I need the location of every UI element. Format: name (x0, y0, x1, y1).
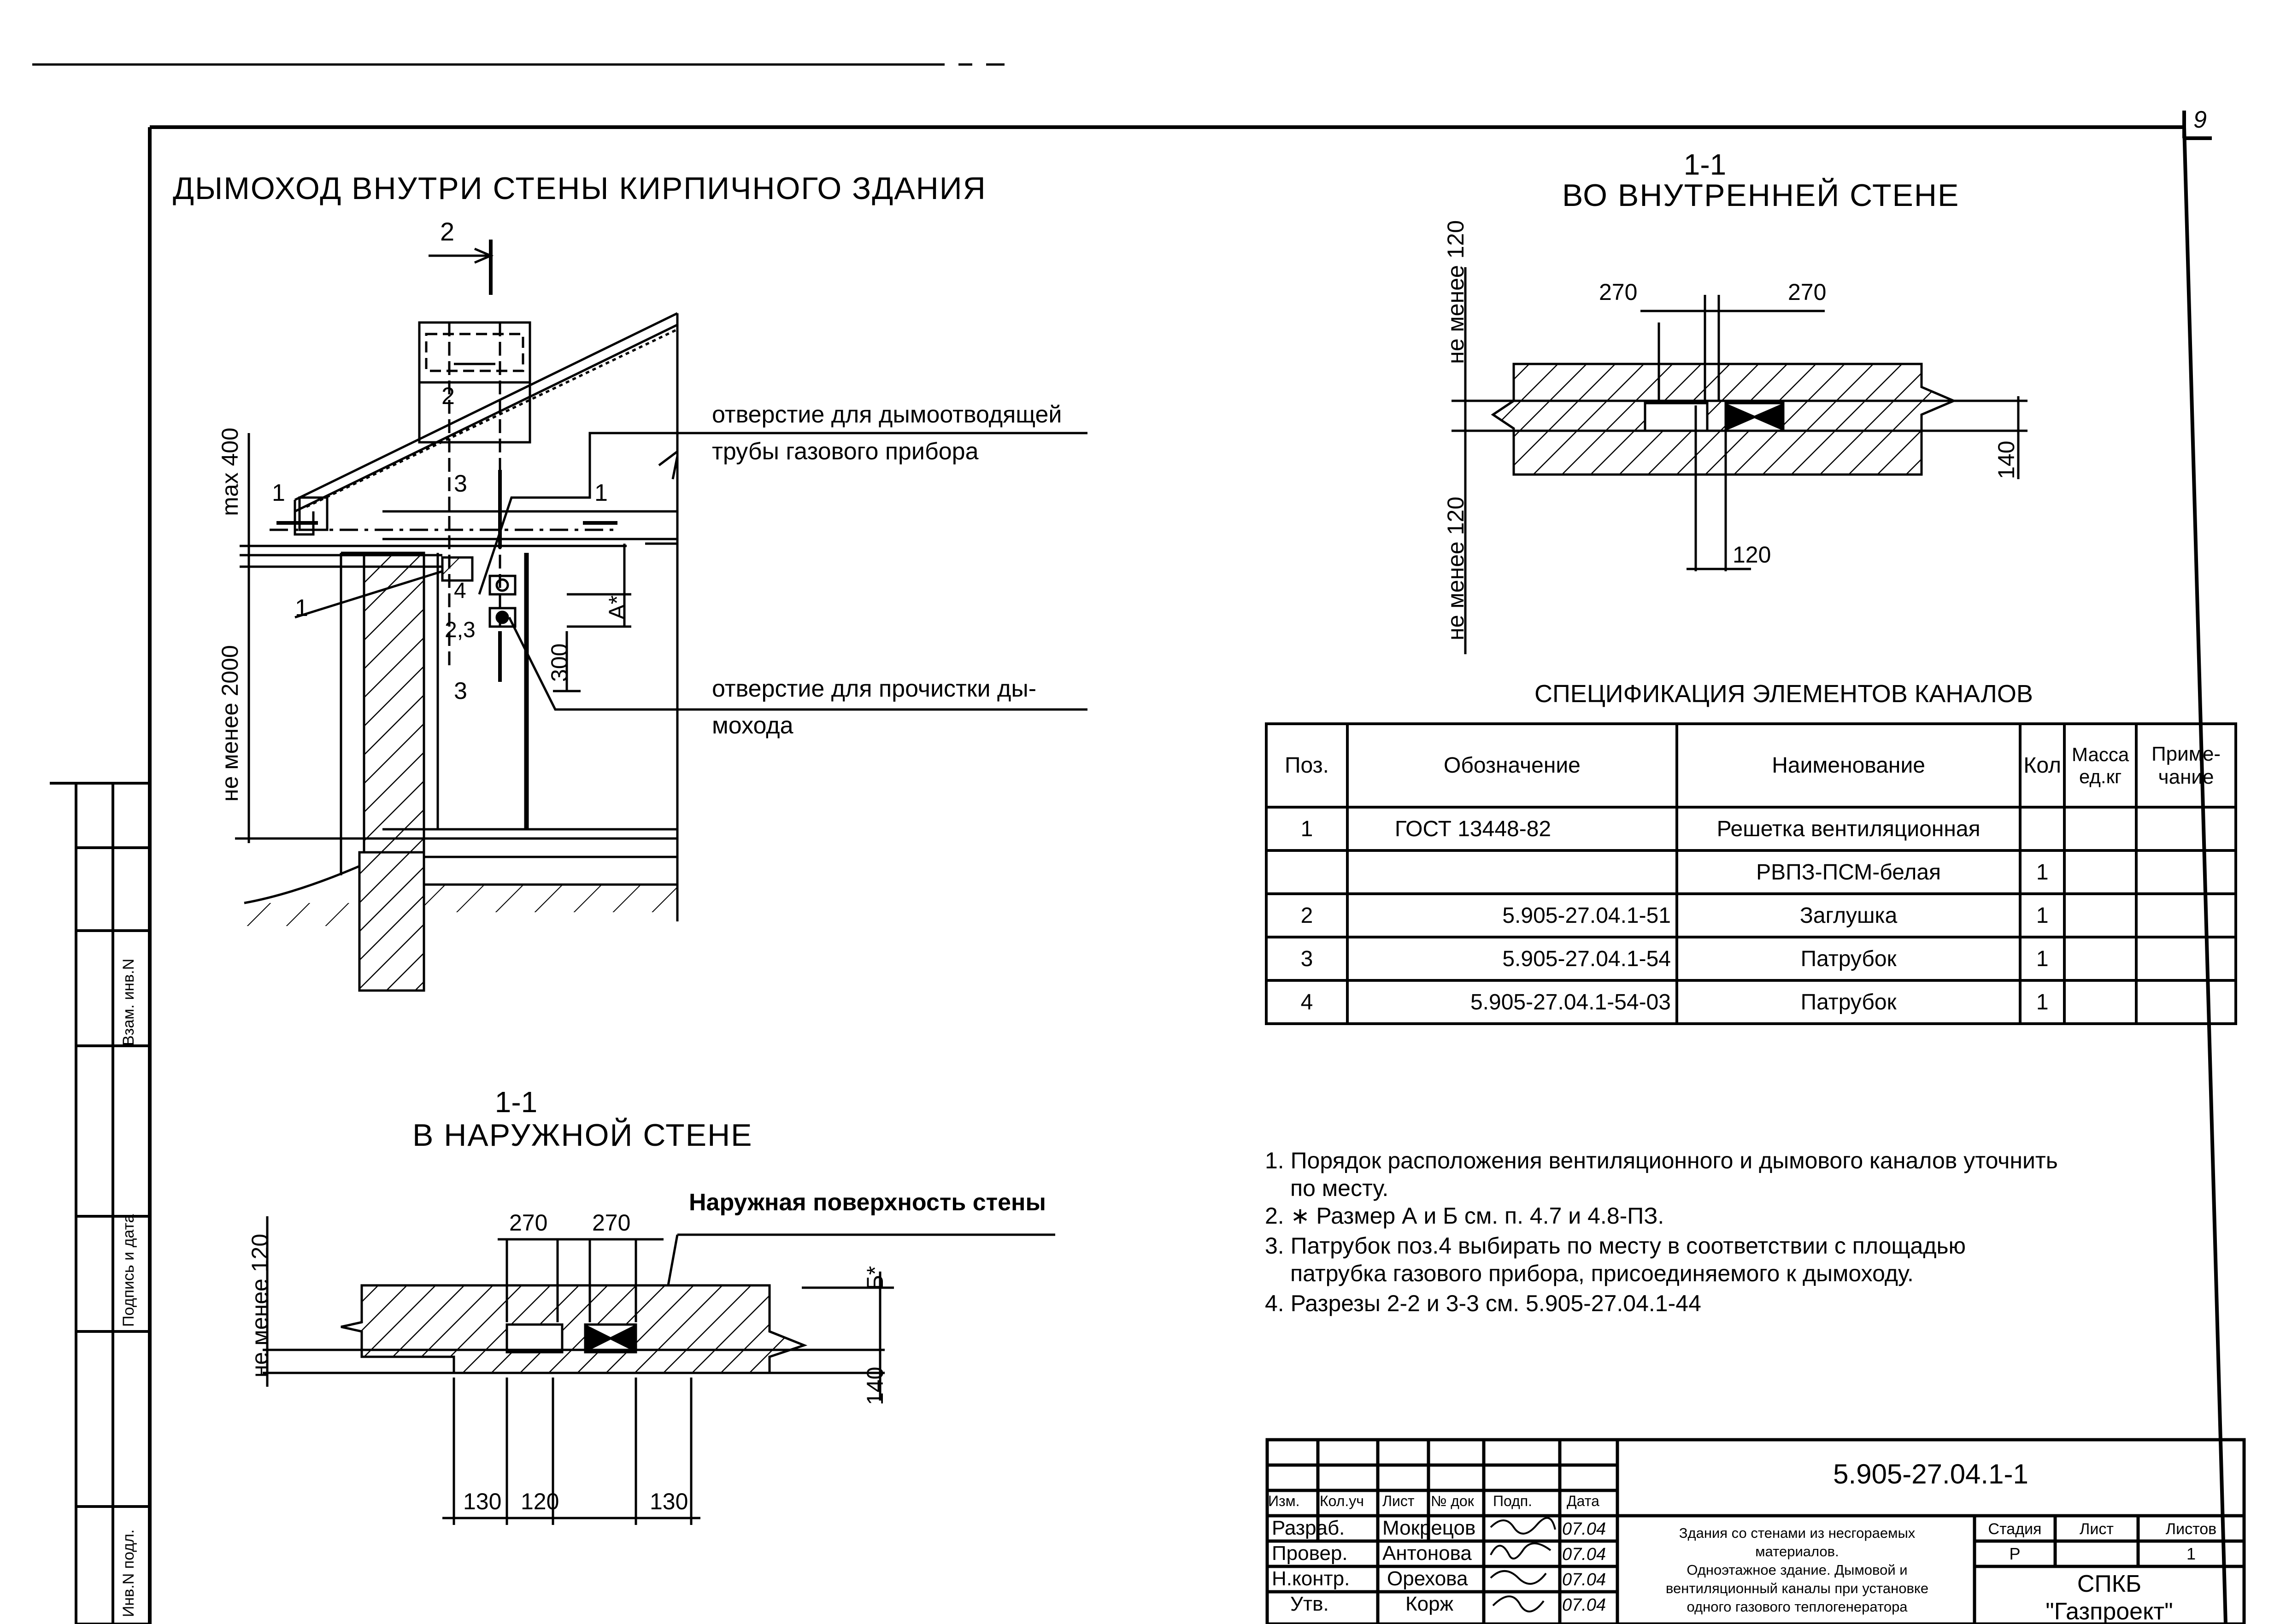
tb-role: Н.контр. (1272, 1567, 1350, 1590)
spec-header-designation: Обозначение (1346, 722, 1678, 809)
tb-stage: Р (2009, 1544, 2021, 1563)
outer-surface-label: Наружная поверхность стены (689, 1189, 1046, 1216)
section-inner-wall (1452, 267, 2028, 654)
table-row: 3 5.905-27.04.1-54 Патрубок 1 (1265, 936, 2237, 982)
note-line: 4. Разрезы 2-2 и 3-3 см. 5.905-27.04.1-4… (1265, 1290, 1701, 1316)
tb-person-name: Корж (1405, 1593, 1454, 1615)
tb-sheet-header: Лист (2080, 1520, 2114, 1538)
table-row: 1 ГОСТ 13448-82 Решетка вентиляционная (1265, 806, 2237, 852)
side-stamp-inv: Инв.N подл. (120, 1529, 137, 1617)
cut-1-right-label: 1 (594, 480, 608, 506)
inner-dim-bottom-left: не менее 120 (1443, 496, 1469, 640)
dim-300: 300 (547, 643, 572, 682)
note-line: 1. Порядок расположения вентиляционного … (1265, 1148, 2058, 1173)
outer-dim-120: 120 (521, 1489, 559, 1514)
spec-header-note: Приме-чание (2135, 722, 2237, 809)
dim-max400: max 400 (217, 428, 243, 516)
tb-org-line2: "Газпроект" (2045, 1598, 2173, 1624)
pos-23-label: 2,3 (445, 618, 476, 642)
outer-dim-left: не менее 120 (247, 1233, 273, 1378)
spec-header-qty: Кол (2019, 722, 2066, 809)
dim-a: А* (604, 595, 630, 620)
pos-4-label: 4 (454, 579, 466, 603)
cut-2-inner-label: 2 (441, 383, 455, 410)
tb-sheets: 1 (2186, 1544, 2196, 1563)
tb-sheets-header: Листов (2165, 1520, 2217, 1538)
tb-stage-header: Стадия (1988, 1520, 2042, 1538)
table-row: 4 5.905-27.04.1-54-03 Патрубок 1 (1265, 979, 2237, 1025)
cut-2-label: 2 (440, 217, 455, 246)
inner-section-num: 1-1 (1683, 148, 1727, 181)
tb-header-podp: Подп. (1493, 1493, 1532, 1509)
outer-dim-270-left: 270 (509, 1210, 548, 1236)
note-line: 3. Патрубок поз.4 выбирать по месту в со… (1265, 1233, 1966, 1259)
cut-3-top-label: 3 (454, 470, 467, 497)
tb-header-dok: № док (1431, 1493, 1474, 1509)
tb-org-line1: СПКБ (2077, 1571, 2142, 1597)
spec-title: СПЕЦИФИКАЦИЯ ЭЛЕМЕНТОВ КАНАЛОВ (1534, 680, 2033, 708)
pos-1-label: 1 (295, 595, 308, 621)
spec-header-mass: Масса ед.кг (2063, 722, 2138, 809)
cut-3-bottom-label: 3 (454, 678, 467, 704)
outer-dim-b: Б* (862, 1266, 888, 1290)
tb-header-list: Лист (1382, 1493, 1415, 1509)
document-code: 5.905-27.04.1-1 (1833, 1459, 2028, 1489)
inner-dim-270-right: 270 (1788, 279, 1827, 305)
tb-person-name: Мокрецов (1382, 1517, 1476, 1539)
tb-header-izm: Изм. (1268, 1493, 1300, 1509)
spec-header-pos: Поз. (1265, 722, 1349, 809)
outer-dim-270-right: 270 (592, 1210, 631, 1236)
spec-header-name: Наименование (1675, 722, 2022, 809)
spec-table: Поз. Обозначение Наименование Кол Масса … (1265, 722, 2237, 1025)
elevation-drawing (235, 240, 1087, 992)
note-line: патрубка газового прибора, присоединяемо… (1290, 1261, 1914, 1286)
outer-dim-130-right: 130 (650, 1489, 688, 1514)
dim-min2000: не менее 2000 (217, 645, 243, 802)
title-block-frame (1265, 1438, 2246, 1624)
inner-dim-top-left: не менее 120 (1443, 220, 1469, 364)
side-stamp-podpis: Подпись и дата (120, 1214, 137, 1327)
tb-role: Утв. (1290, 1593, 1329, 1615)
table-row: 2 5.905-27.04.1-51 Заглушка 1 (1265, 892, 2237, 938)
callout-bottom-line1: отверстие для прочистки ды- (712, 675, 1037, 702)
main-title: ДЫМОХОД ВНУТРИ СТЕНЫ КИРПИЧНОГО ЗДАНИЯ (173, 171, 987, 206)
side-stamp (50, 782, 151, 1624)
cut-1-left-label: 1 (272, 480, 285, 506)
tb-header-data: Дата (1567, 1493, 1599, 1509)
section-outer-wall (263, 1216, 1055, 1525)
inner-section-title: ВО ВНУТРЕННЕЙ СТЕНЕ (1562, 178, 1960, 213)
callout-bottom-line2: мохода (712, 712, 793, 739)
tb-date: 07.04 (1562, 1519, 1606, 1539)
callout-top-line2: трубы газового прибора (712, 438, 979, 465)
callout-top-line1: отверстие для дымоотводящей (712, 401, 1062, 428)
side-stamp-vzam: Взам. инв.N (120, 958, 137, 1046)
outer-section-num: 1-1 (494, 1085, 538, 1119)
tb-header-kolvo: Кол.уч (1320, 1493, 1364, 1509)
inner-dim-120: 120 (1733, 542, 1771, 568)
table-row: РВПЗ-ПСМ-белая 1 (1265, 849, 2237, 895)
tb-role: Разраб. (1272, 1517, 1345, 1539)
tb-date: 07.04 (1562, 1545, 1606, 1564)
inner-dim-270-left: 270 (1599, 279, 1638, 305)
tb-person-name: Орехова (1387, 1567, 1468, 1590)
outer-dim-130-left: 130 (463, 1489, 502, 1514)
tb-person-name: Антонова (1382, 1542, 1472, 1565)
tb-role: Провер. (1272, 1542, 1348, 1565)
note-line: по месту. (1290, 1175, 1389, 1201)
note-line: 2. ∗ Размер А и Б см. п. 4.7 и 4.8-ПЗ. (1265, 1203, 1664, 1229)
outer-dim-140: 140 (862, 1366, 888, 1405)
inner-dim-140: 140 (1993, 440, 2019, 479)
tb-date: 07.04 (1562, 1570, 1606, 1589)
signatures (1490, 1517, 1556, 1612)
outer-section-title: В НАРУЖНОЙ СТЕНЕ (412, 1118, 753, 1153)
sheet-number: 9 (2193, 106, 2207, 133)
tb-date: 07.04 (1562, 1595, 1606, 1615)
